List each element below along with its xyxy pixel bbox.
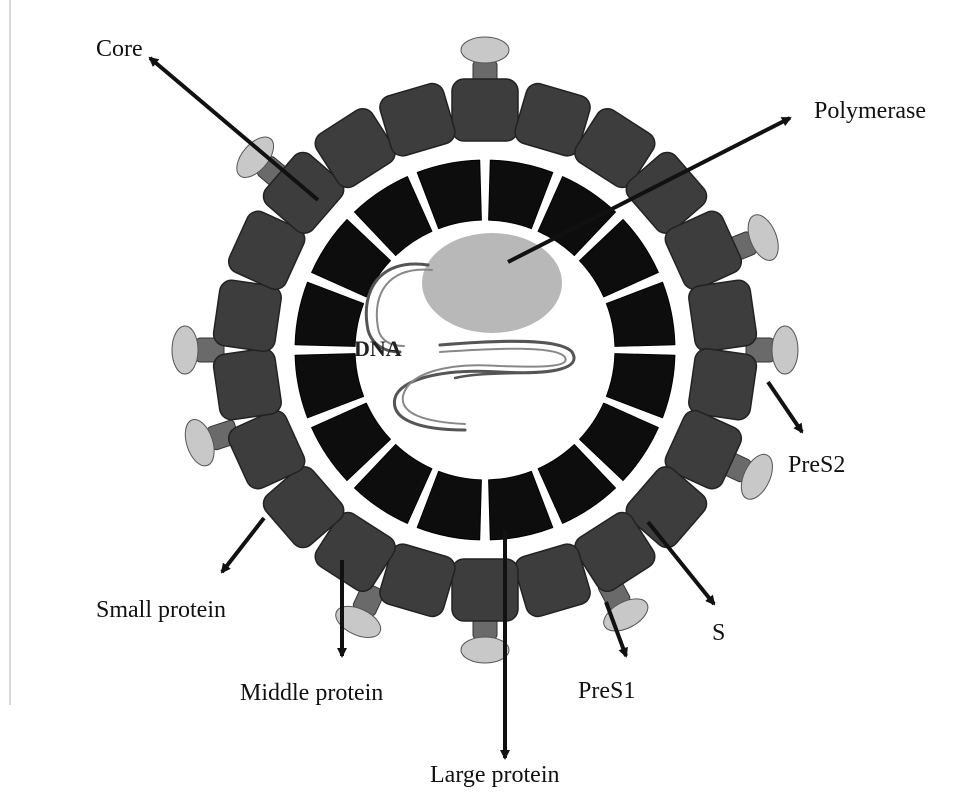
core-capsid-block: [417, 160, 481, 229]
large-protein-label: Large protein: [430, 762, 560, 788]
pres1-cap: [461, 37, 509, 63]
pres1-cap: [172, 326, 198, 374]
core-label: Core: [96, 36, 143, 62]
dna-label: DNA: [354, 336, 402, 361]
polymerase-label: Polymerase: [814, 98, 926, 124]
envelope-protein-block: [687, 347, 758, 421]
core-arrow: [150, 58, 318, 200]
pres1-cap: [461, 637, 509, 663]
pres2-arrow: [768, 382, 802, 432]
core-capsid-block: [489, 471, 553, 540]
envelope-protein-block: [212, 279, 283, 353]
s-label: S: [712, 620, 725, 646]
core-capsid-block: [417, 471, 481, 540]
core-capsid-block: [295, 354, 364, 418]
polymerase-blob: [422, 233, 562, 333]
envelope-protein-block: [452, 559, 518, 621]
pres1-cap: [772, 326, 798, 374]
core-capsid-block: [489, 160, 553, 229]
envelope-protein-block: [452, 79, 518, 141]
envelope-protein-block: [212, 347, 283, 421]
pres1-label: PreS1: [578, 678, 635, 704]
small-protein-label: Small protein: [96, 597, 226, 623]
middle-protein-label: Middle protein: [240, 680, 383, 706]
core-capsid-block: [606, 282, 675, 346]
small-protein-arrow: [222, 518, 264, 572]
pres2-label: PreS2: [788, 452, 845, 478]
pres1-cap: [180, 416, 220, 470]
core-capsid-block: [606, 354, 675, 418]
envelope-protein-block: [687, 279, 758, 353]
